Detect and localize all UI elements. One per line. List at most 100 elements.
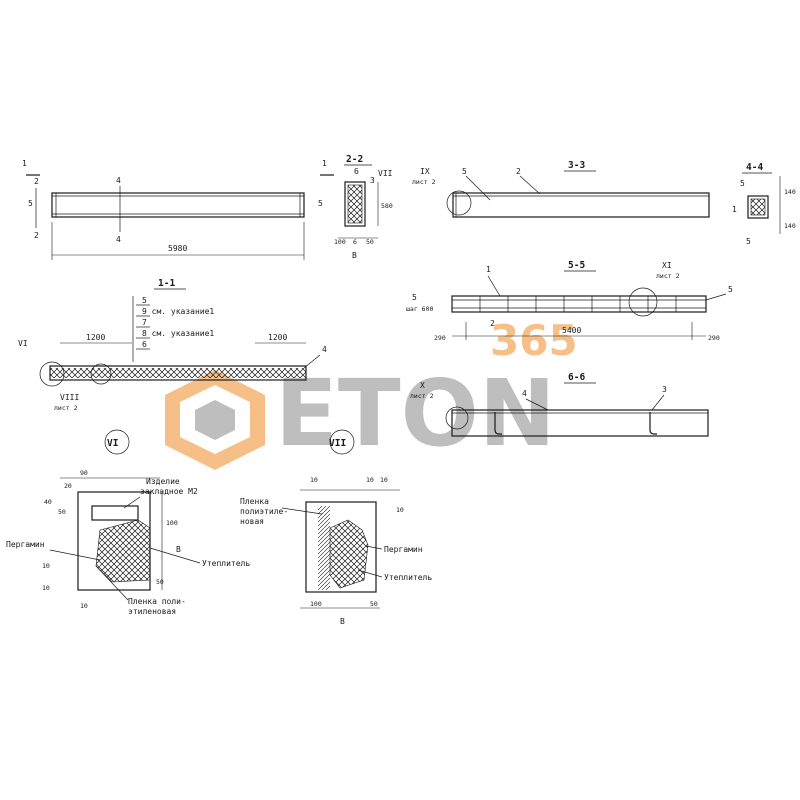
section-2-2: 2-2 VII 6 3 580 100 6 50 B: [334, 154, 393, 260]
label-uteplitel: Утеплитель: [202, 559, 250, 568]
dim-10c: 10: [80, 602, 88, 610]
label-pergamin: Пергамин: [384, 545, 423, 554]
dim-50: 50: [58, 508, 66, 516]
callout-vi: VI: [18, 339, 28, 348]
dim-290-left: 290: [434, 334, 446, 342]
label-3: 3: [662, 385, 667, 394]
dim-100: 100: [310, 600, 322, 608]
watermark-brand: ETON: [275, 360, 556, 467]
callout-viii-sheet: лист 2: [54, 404, 78, 412]
rib-ticks: [479, 296, 677, 312]
dim-10b: 10: [366, 476, 374, 484]
watermark-number: 365: [490, 316, 578, 365]
label-5-left: 5: [412, 293, 417, 302]
cut-mark-2-bottom: 2: [34, 231, 39, 240]
dim-20: 20: [64, 482, 72, 490]
detail-vii: VII 10 10 10 10 100 50 B Пленка полиэтил…: [240, 429, 432, 626]
step-600: шаг 600: [406, 305, 433, 313]
dim-100: 100: [334, 238, 346, 246]
detail-vi-title: VI: [107, 438, 118, 449]
dim-6: 6: [353, 238, 357, 246]
dim-90: 90: [80, 469, 88, 477]
section-5-5: 5-5 1 XI лист 2 5 шаг 600 2 5 290 5400 2…: [406, 260, 733, 342]
dim-40: 40: [44, 498, 52, 506]
label-film-1: Пленка поли-: [128, 597, 186, 606]
label-2: 2: [490, 319, 495, 328]
callout-x-sheet: лист 2: [410, 392, 434, 400]
label-6: 6: [354, 167, 359, 176]
section-1-1: 1-1 5 9 см. указание1 7 8 см. указание1 …: [18, 278, 327, 412]
section-4-4: 4-4 5 1 5 140 140: [732, 162, 796, 246]
label-zakladnoe: закладное М2: [140, 487, 198, 496]
label-izdelie: Изделие: [146, 477, 180, 486]
cut-mark-2-top: 2: [34, 177, 39, 186]
dim-1200-left: 1200: [86, 333, 105, 342]
panel-elevation: 1 1 2 2 5 5 4 4 5980: [22, 159, 334, 260]
callout-xi-sheet: лист 2: [656, 272, 680, 280]
dim-length-5980: 5980: [168, 244, 187, 253]
dim-50: 50: [370, 600, 378, 608]
label-1: 1: [486, 265, 491, 274]
section-title-6-6: 6-6: [568, 372, 585, 383]
dim-290-right: 290: [708, 334, 720, 342]
dim-5400: 5400: [562, 326, 581, 335]
callout-xi: XI: [662, 261, 672, 270]
detail-vi: VI 90 20 40 50 10 10 10 100 B 50 Изделие…: [6, 429, 250, 616]
section-6-6: 6-6 X лист 2 4 3: [410, 372, 709, 437]
label-film-2: этиленовая: [128, 607, 176, 616]
label-5-right: 5: [728, 285, 733, 294]
callout-ix-sheet: лист 2: [412, 178, 436, 186]
label-2: 2: [516, 167, 521, 176]
detail-vii-title: VII: [329, 438, 346, 449]
label-film-1: Пленка: [240, 497, 269, 506]
cut-mark-1-left: 1: [22, 159, 27, 168]
dim-100: 100: [166, 519, 178, 527]
callout-ix: IX: [420, 167, 430, 176]
callout-viii: VIII: [60, 393, 79, 402]
dim-10b: 10: [42, 584, 50, 592]
section-title-5-5: 5-5: [568, 260, 585, 271]
dim-140-top: 140: [784, 188, 796, 196]
dim-50: 50: [366, 238, 374, 246]
cut-mark-1-right: 1: [322, 159, 327, 168]
label-3: 3: [370, 176, 375, 185]
dim-1200-right: 1200: [268, 333, 287, 342]
label-uteplitel: Утеплитель: [384, 573, 432, 582]
label-4: 4: [522, 389, 527, 398]
label-4: 4: [322, 345, 327, 354]
dim-10c: 10: [380, 476, 388, 484]
cut-mark-4-top: 4: [116, 176, 121, 185]
dim-140-bottom: 140: [784, 222, 796, 230]
label-film-2: полиэтиле-: [240, 507, 288, 516]
layer-7: 7: [142, 318, 147, 327]
cut-mark-4-bottom: 4: [116, 235, 121, 244]
layer-5: 5: [142, 296, 147, 305]
section-title-1-1: 1-1: [158, 278, 175, 289]
label-5-top: 5: [740, 179, 745, 188]
dim-580: 580: [381, 202, 393, 210]
dim-b: B: [176, 545, 181, 554]
dim-b: B: [352, 251, 357, 260]
label-5: 5: [462, 167, 467, 176]
dim-10d: 10: [396, 506, 404, 514]
dim-50b: 50: [156, 578, 164, 586]
section-title-4-4: 4-4: [746, 162, 763, 173]
dim-10a: 10: [42, 562, 50, 570]
cut-mark-5-right: 5: [318, 199, 323, 208]
label-film-3: новая: [240, 517, 264, 526]
section-title-3-3: 3-3: [568, 160, 585, 171]
label-5-bottom: 5: [746, 237, 751, 246]
section-title-2-2: 2-2: [346, 154, 363, 165]
layer-6: 6: [142, 340, 147, 349]
layer-9: 9 см. указание1: [142, 307, 214, 316]
dim-10a: 10: [310, 476, 318, 484]
callout-vii: VII: [378, 169, 393, 178]
callout-x: X: [420, 381, 425, 390]
section-3-3: 3-3 IX лист 2 5 2: [412, 160, 710, 218]
layer-8: 8 см. указание1: [142, 329, 214, 338]
watermark: 365 ETON: [165, 316, 578, 470]
cut-mark-5-left: 5: [28, 199, 33, 208]
dim-b: B: [340, 617, 345, 626]
label-1: 1: [732, 205, 737, 214]
